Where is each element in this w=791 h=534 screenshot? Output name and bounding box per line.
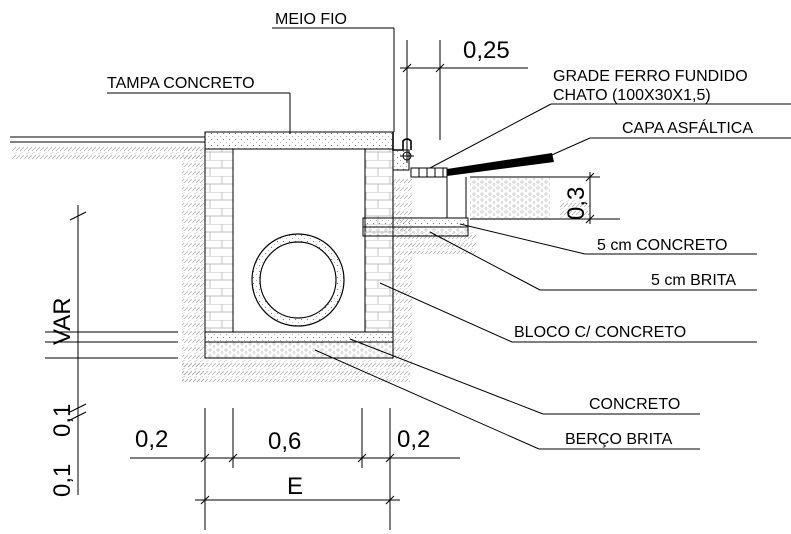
dim-025: 0,25 [463, 37, 510, 64]
inlet-channel [362, 177, 469, 237]
dim-01-upper: 0,1 [49, 404, 76, 437]
label-concreto: CONCRETO [589, 396, 680, 413]
gravel-bed [204, 341, 394, 359]
dim-03-group: 0,3 [563, 172, 595, 224]
label-5cm-brita: 5 cm BRITA [651, 272, 736, 289]
dim-02-right: 0,2 [397, 426, 430, 453]
dim-025-group: 0,25 [400, 37, 528, 150]
grate-ferro-fundido [410, 167, 448, 178]
label-5cm-concreto-group: 5 cm CONCRETO [459, 223, 757, 255]
dim-03: 0,3 [563, 187, 590, 220]
label-bloco-group: BLOCO C/ CONCRETO [379, 282, 757, 343]
dim-var: VAR [49, 297, 76, 345]
label-5cm-concreto: 5 cm CONCRETO [597, 237, 727, 254]
axis-mark [400, 149, 414, 163]
label-concreto-group: CONCRETO [349, 338, 700, 415]
curb-meio-fio [392, 132, 412, 171]
concrete-base [204, 331, 394, 343]
label-meio-fio: MEIO FIO [275, 11, 347, 28]
label-berco-brita: BERÇO BRITA [565, 431, 673, 448]
label-capa-group: CAPA ASFÁLTICA [544, 118, 791, 159]
label-grade-line2: CHATO (100X30X1,5) [553, 87, 711, 104]
concrete-lid [204, 131, 394, 150]
box-walls [204, 148, 394, 333]
dim-06: 0,6 [268, 428, 301, 455]
label-bloco-concreto: BLOCO C/ CONCRETO [514, 324, 686, 341]
label-5cm-brita-group: 5 cm BRITA [429, 231, 757, 291]
label-tampa-group: TAMPA CONCRETO [107, 75, 291, 134]
dim-bottom-chain: 0,2 0,6 0,2 E [130, 408, 460, 530]
dim-02-left: 0,2 [135, 426, 168, 453]
label-grade-line1: GRADE FERRO FUNDIDO [553, 68, 748, 85]
label-meio-fio-group: MEIO FIO [272, 11, 395, 132]
dim-left-chain: VAR 0,1 0,1 [45, 205, 178, 497]
label-tampa-concreto: TAMPA CONCRETO [107, 75, 255, 92]
pavement-left [10, 136, 205, 143]
pipe [251, 233, 345, 327]
asphalt-layer [447, 153, 554, 176]
dim-01-lower: 0,1 [49, 464, 76, 497]
label-grade-group: GRADE FERRO FUNDIDO CHATO (100X30X1,5) [429, 68, 791, 169]
dim-e: E [287, 473, 303, 500]
label-capa-asfaltica: CAPA ASFÁLTICA [622, 118, 753, 137]
label-berco-group: BERÇO BRITA [314, 349, 700, 450]
